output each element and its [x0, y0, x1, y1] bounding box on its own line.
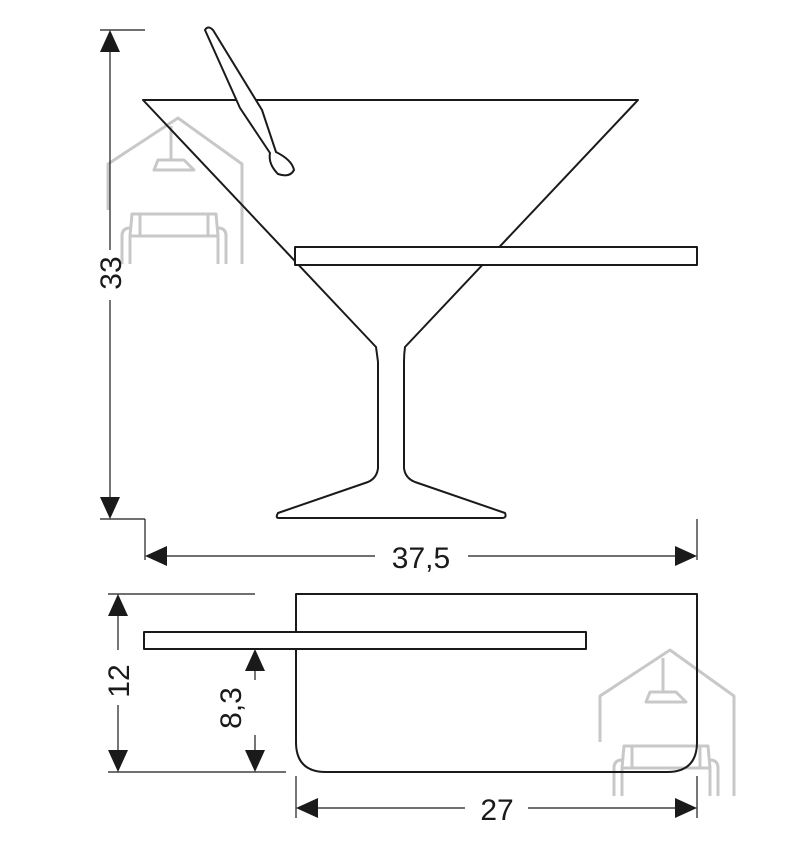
- martini-glass-front-view: [142, 26, 698, 519]
- side-view: [143, 593, 698, 773]
- glass-outline: [142, 99, 639, 519]
- height-dimension-label: 33: [95, 256, 128, 289]
- width-dimension-label: 37,5: [392, 542, 450, 575]
- front-shelf: [294, 246, 698, 266]
- side-shelf: [143, 631, 587, 650]
- cocktail-pick: [204, 26, 295, 177]
- width-dimension: 37,5: [144, 519, 698, 575]
- height-dimension: 33: [95, 29, 145, 520]
- depth-dimension-label: 12: [103, 664, 136, 697]
- base-width-dimension: 27: [295, 776, 698, 827]
- house-logo-watermark-icon: [106, 116, 244, 264]
- shelf-height-dimension-label: 8,3: [215, 687, 248, 729]
- shelf-height-dimension: 8,3: [215, 649, 265, 772]
- base-width-dimension-label: 27: [480, 794, 513, 827]
- house-logo-watermark-icon: [598, 648, 736, 796]
- side-bracket-outline: [295, 593, 698, 773]
- depth-dimension: 12: [103, 593, 286, 773]
